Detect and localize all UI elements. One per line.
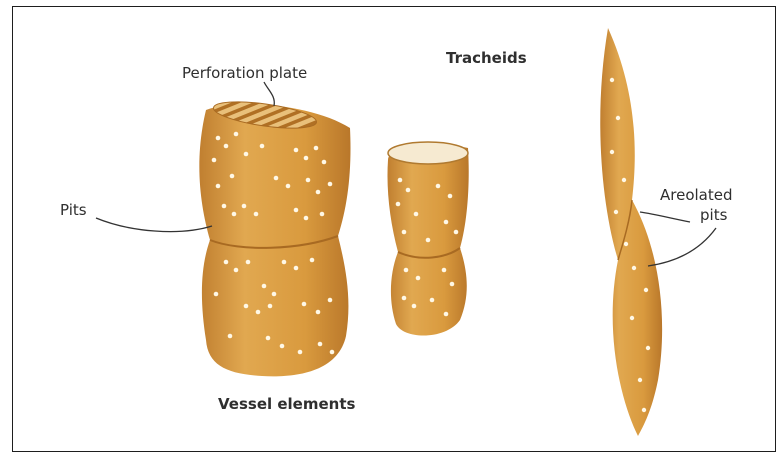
- label-pits: Pits: [60, 203, 87, 218]
- areolated-pits-leader-lower: [648, 228, 716, 266]
- label-perforation-plate: Perforation plate: [182, 66, 307, 81]
- areolated-pits-leader-upper: [640, 212, 690, 222]
- vessel-element-middle: [387, 142, 468, 336]
- label-vessel-elements: Vessel elements: [218, 397, 355, 412]
- label-areolated-line1: Areolated: [660, 188, 733, 203]
- pits-leader: [96, 218, 212, 232]
- perforation-plate-leader: [264, 82, 274, 106]
- label-tracheids: Tracheids: [446, 51, 527, 66]
- tracheid: [600, 28, 662, 436]
- vessel-element-left: [199, 97, 350, 376]
- label-areolated-line2: pits: [700, 208, 727, 223]
